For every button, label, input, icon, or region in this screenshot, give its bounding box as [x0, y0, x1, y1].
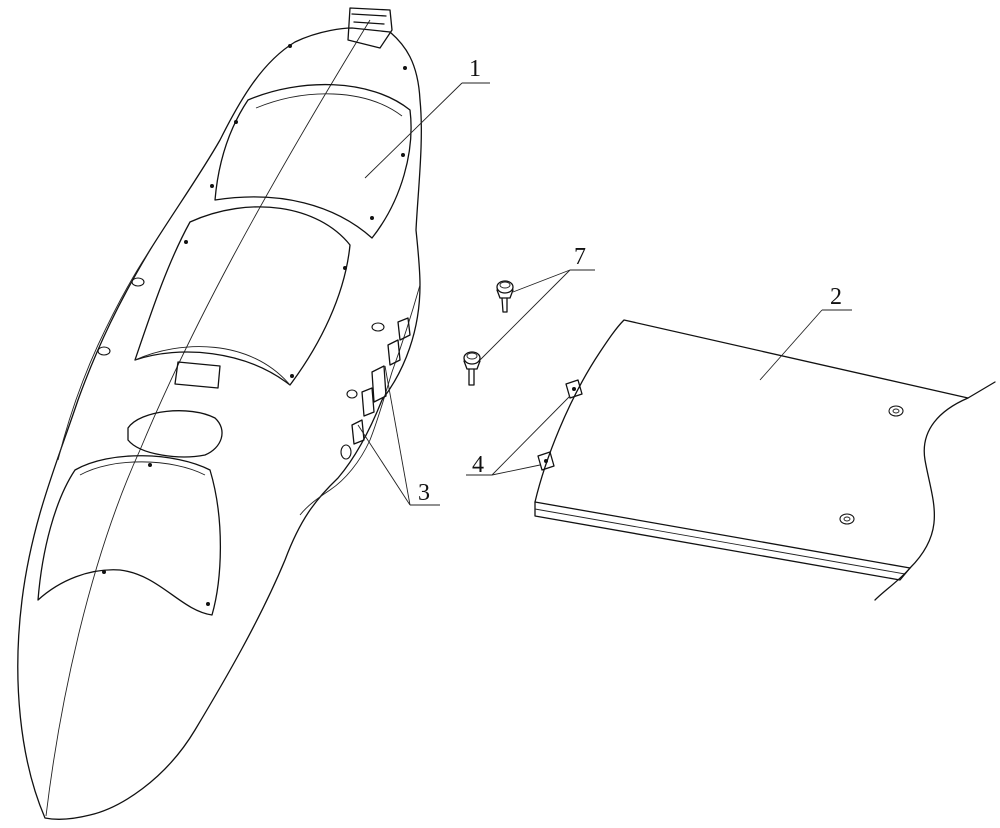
rivet	[184, 240, 188, 244]
leader-lines	[357, 82, 852, 506]
wing-hole	[888, 405, 904, 417]
leader-7a	[512, 269, 571, 293]
oval-window	[127, 410, 223, 458]
hatch-top-inner	[255, 93, 403, 117]
hatch-middle-lip	[134, 346, 291, 386]
hole	[97, 346, 111, 356]
fuselage-holes	[97, 44, 407, 606]
rivet	[148, 463, 152, 467]
callout-3: 3	[418, 480, 430, 506]
callout-1: 1	[469, 56, 481, 82]
tail-mount	[347, 7, 393, 49]
hole	[371, 322, 385, 332]
access-plate	[174, 361, 221, 389]
rivet	[234, 120, 238, 124]
bolt-lower	[463, 351, 481, 386]
hole	[131, 277, 145, 287]
wing-hole-inner	[843, 516, 851, 522]
wing-outline	[534, 319, 969, 569]
rivet	[210, 184, 214, 188]
wing-hole	[839, 513, 855, 525]
hatch-middle	[134, 206, 351, 386]
connector	[351, 419, 365, 445]
lug-lower	[537, 451, 555, 471]
rivet	[102, 570, 106, 574]
wing-panel	[534, 319, 996, 601]
leader-1	[364, 82, 463, 179]
rivet	[343, 266, 347, 270]
callout-2: 2	[830, 284, 842, 310]
fuselage-centerline	[45, 19, 371, 817]
wing-lugs	[537, 379, 583, 471]
hole	[346, 389, 358, 399]
side-connectors	[351, 317, 411, 445]
bolts	[463, 280, 514, 386]
wing-edge	[534, 501, 911, 581]
leader-2	[759, 309, 823, 381]
fuselage-outline	[17, 27, 422, 820]
lug-upper	[565, 379, 583, 399]
rivet	[403, 66, 407, 70]
hatch-top	[214, 83, 412, 239]
leader-3a	[384, 365, 411, 506]
rivet	[401, 153, 405, 157]
wing-hole-inner	[892, 408, 900, 414]
leader-4b	[491, 464, 541, 476]
side-panel-contour	[299, 284, 421, 516]
side-contour-left	[57, 249, 151, 461]
leader-4a	[491, 395, 571, 476]
wing-trailing-edge	[874, 381, 996, 601]
hatch-front	[37, 455, 221, 616]
leader-3b	[357, 424, 411, 506]
callout-4: 4	[472, 452, 484, 478]
rivet	[290, 374, 294, 378]
connector	[371, 365, 387, 403]
callout-labels: 1 2 3 4 7	[418, 56, 842, 506]
hatch-front-rim	[79, 461, 206, 476]
bolt-upper	[496, 280, 514, 313]
connector	[387, 339, 401, 366]
callout-7: 7	[574, 244, 586, 270]
fuselage	[17, 7, 422, 820]
connector	[397, 317, 411, 341]
rivet	[370, 216, 374, 220]
rivet	[206, 602, 210, 606]
connector	[361, 387, 375, 417]
leader-7b	[479, 269, 571, 361]
rivet	[288, 44, 292, 48]
hole	[340, 444, 352, 460]
